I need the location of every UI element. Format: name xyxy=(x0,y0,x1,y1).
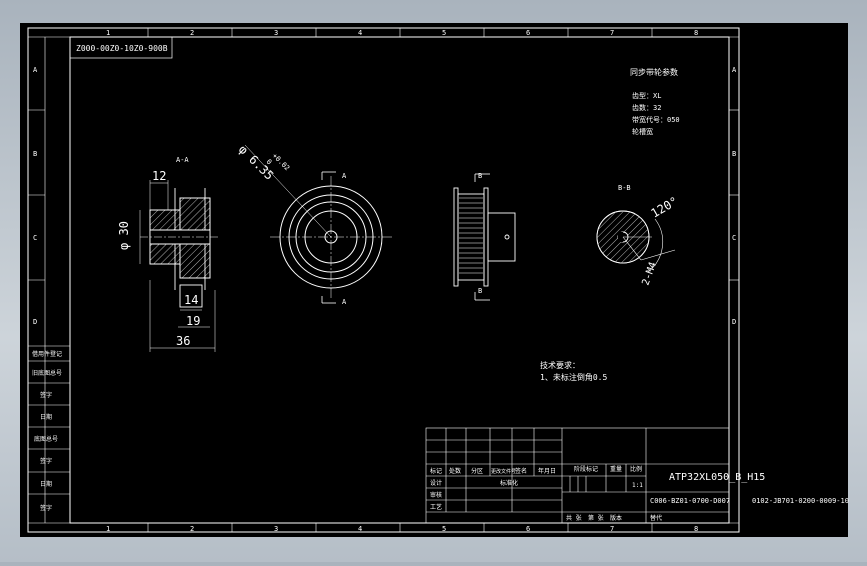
zone-number: 4 xyxy=(358,29,362,37)
tb-row-label-4: 更改文件号 xyxy=(491,468,516,475)
tb-footer-2: 第 张 xyxy=(588,514,604,522)
zone-number: 8 xyxy=(694,29,698,37)
view-marker-b-top: B xyxy=(478,172,482,180)
zone-number: 1 xyxy=(106,525,110,533)
tb-row-label-3: 分区 xyxy=(471,467,483,475)
zone-number: 2 xyxy=(190,525,194,533)
zone-letter: C xyxy=(732,234,736,242)
zone-number: 7 xyxy=(610,29,614,37)
strip-label-6: 签字 xyxy=(40,457,52,465)
tech-requirements-line: 1、未标注倒角0.5 xyxy=(540,372,607,382)
tb-scale: 1:1 xyxy=(632,482,643,489)
strip-label-1: 借用件登记 xyxy=(32,350,62,358)
zone-letter: A xyxy=(732,66,737,74)
model-space xyxy=(20,23,848,537)
notes-line-1: 齿型：XL xyxy=(632,91,661,100)
view-marker-b-bottom: B xyxy=(478,287,482,295)
dim-36: 36 xyxy=(176,334,190,348)
dim-phi30: φ 30 xyxy=(117,221,131,250)
notes-line-4: 轮槽宽 xyxy=(632,127,653,136)
zone-number: 6 xyxy=(526,29,530,37)
tb-weight-label-1: 阶段标记 xyxy=(574,465,598,473)
tb-side-label-3: 工艺 xyxy=(430,503,442,511)
zone-number: 3 xyxy=(274,29,278,37)
side-view[interactable] xyxy=(453,173,516,301)
zone-letter: B xyxy=(732,150,736,158)
zone-number: 5 xyxy=(442,29,446,37)
zone-letter: B xyxy=(33,150,37,158)
zone-number: 2 xyxy=(190,29,194,37)
front-view[interactable] xyxy=(244,144,392,304)
strip-label-2: 旧底图总号 xyxy=(32,369,62,377)
tb-weight-label-2: 重量 xyxy=(610,465,622,473)
view-marker-a-top: A xyxy=(342,172,347,180)
zone-letters: A A B B C C D D xyxy=(28,66,739,326)
section-aa-view[interactable] xyxy=(139,180,220,352)
dim-19: 19 xyxy=(186,314,200,328)
zone-letter: D xyxy=(732,318,736,326)
drawing-number: C006-BZ01-0700-D007 xyxy=(650,497,730,505)
section-bb-view[interactable] xyxy=(596,210,676,273)
zone-number: 6 xyxy=(526,525,530,533)
zone-number: 5 xyxy=(442,525,446,533)
part-name: ATP32XL050_B_H15 xyxy=(669,472,765,483)
zone-number: 8 xyxy=(694,525,698,533)
tb-footer-3: 版本 xyxy=(610,514,622,522)
dim-12: 12 xyxy=(152,169,166,183)
tb-footer-4: 替代 xyxy=(650,514,662,522)
notes-line-2: 齿数：32 xyxy=(632,103,661,112)
tb-row-label-6: 年月日 xyxy=(538,467,556,475)
strip-label-4: 日期 xyxy=(40,413,52,421)
zone-letter: C xyxy=(33,234,37,242)
tb-std-label: 标准化 xyxy=(500,479,518,487)
zone-number: 7 xyxy=(610,525,614,533)
tb-footer-1: 共 张 xyxy=(566,514,582,522)
dim-tol-lower: 0 xyxy=(265,158,274,167)
dim-14: 14 xyxy=(184,293,198,307)
notes-line-3: 带宽代号：050 xyxy=(632,115,680,124)
tb-side-label-1: 设计 xyxy=(430,479,442,487)
title-block[interactable] xyxy=(425,427,730,524)
corner-code-box xyxy=(69,36,173,59)
tb-row-label-1: 标记 xyxy=(430,467,442,475)
tech-requirements-title: 技术要求： xyxy=(540,360,580,370)
tb-row-label-5: 签名 xyxy=(515,467,527,475)
zone-letter: A xyxy=(33,66,38,74)
section-bb-label: B-B xyxy=(618,184,631,192)
strip-label-3: 签字 xyxy=(40,391,52,399)
zone-number: 1 xyxy=(106,29,110,37)
zone-number: 4 xyxy=(358,525,362,533)
tb-row-label-2: 处数 xyxy=(449,467,461,475)
notes-title: 同步带轮参数 xyxy=(630,67,678,77)
view-marker-a-bottom: A xyxy=(342,298,347,306)
strip-label-7: 日期 xyxy=(40,480,52,488)
strip-label-5: 底图总号 xyxy=(34,435,58,443)
section-aa-label: A-A xyxy=(176,156,189,164)
left-strip xyxy=(28,345,70,495)
corner-code: Z000-00Z0-10Z0-900B xyxy=(76,44,168,53)
tb-weight-label-3: 比例 xyxy=(630,465,642,473)
right-code: 0102-JB701-0200-0009-10 xyxy=(752,497,849,505)
strip-label-8: 签字 xyxy=(40,504,52,512)
zone-letter: D xyxy=(33,318,37,326)
zone-number: 3 xyxy=(274,525,278,533)
tb-side-label-2: 审核 xyxy=(430,491,442,499)
